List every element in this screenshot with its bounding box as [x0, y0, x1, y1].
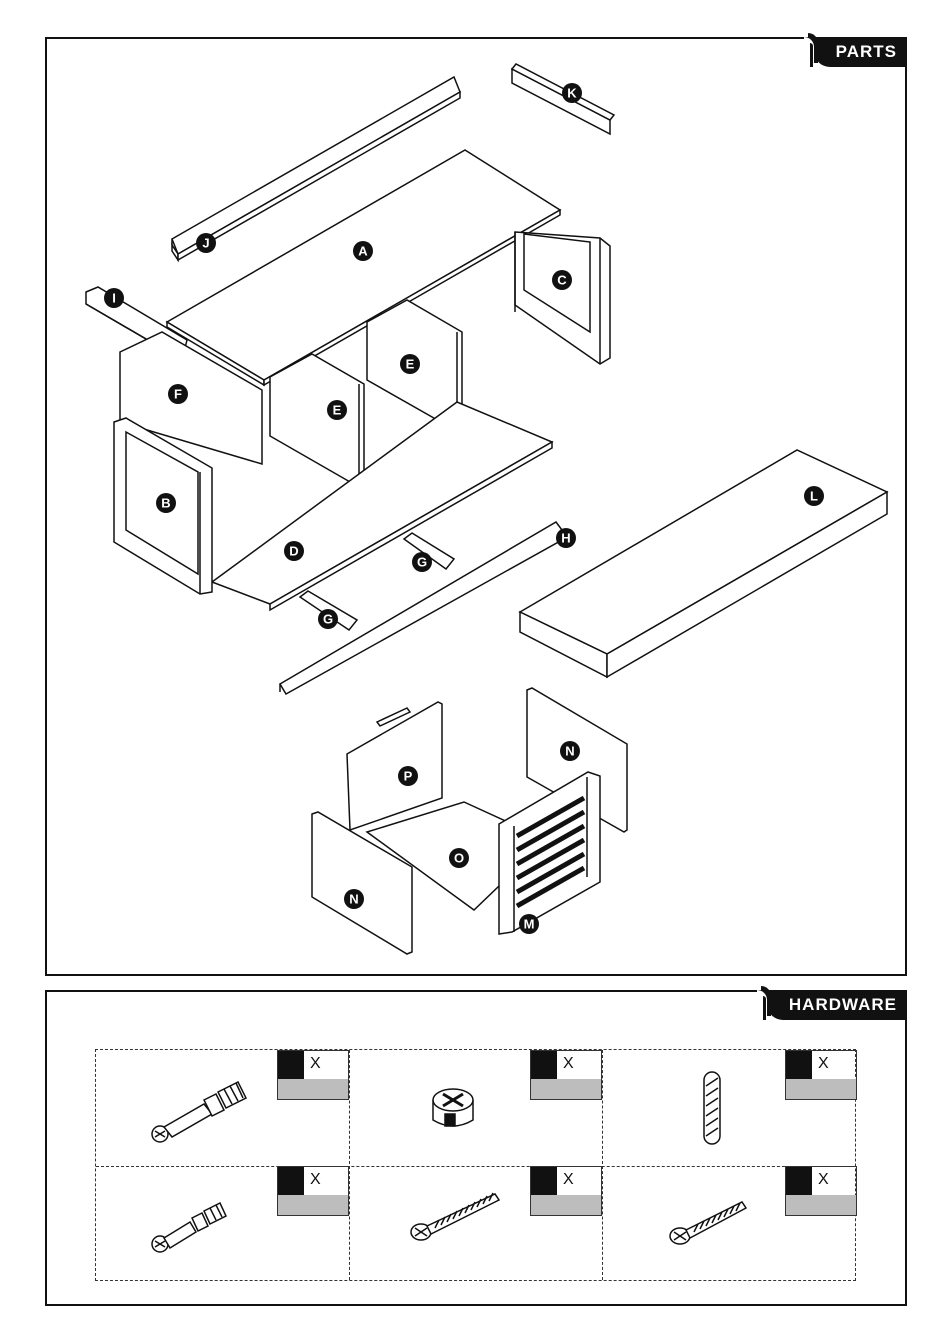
label-m: M — [524, 917, 535, 932]
hardware-cell-wood-screw-short: X — [602, 1166, 857, 1282]
quantity-label: X — [818, 1171, 829, 1189]
hardware-cell-cam-bolt-short: X — [96, 1166, 349, 1282]
part-l-cushion — [520, 450, 887, 677]
wood-screw-long-icon — [407, 1186, 507, 1246]
cam-bolt-short-icon — [146, 1196, 236, 1256]
label-b: B — [161, 496, 170, 511]
part-c-side — [515, 232, 610, 364]
label-o: O — [454, 851, 464, 866]
hardware-cell-cam-bolt-long: X — [96, 1050, 349, 1166]
quantity-box: X — [277, 1166, 349, 1216]
label-g-1: G — [417, 555, 427, 570]
label-c: C — [557, 273, 567, 288]
label-j: J — [202, 236, 209, 251]
hardware-cell-cam-lock-nut: X — [349, 1050, 602, 1166]
quantity-box: X — [785, 1166, 857, 1216]
parts-diagram: A B C D E E F G G H I J K L M N N O P — [47, 39, 905, 974]
part-d-bottom — [212, 402, 552, 610]
label-e-2: E — [333, 403, 342, 418]
label-f: F — [174, 387, 182, 402]
hardware-panel: HARDWARE X X — [45, 990, 907, 1306]
quantity-box: X — [530, 1050, 602, 1100]
label-d: D — [289, 544, 298, 559]
label-e-1: E — [406, 357, 415, 372]
part-k-rail — [512, 64, 614, 134]
parts-panel: PARTS — [45, 37, 907, 976]
cam-lock-nut-icon — [425, 1080, 485, 1140]
quantity-label: X — [310, 1171, 321, 1189]
quantity-label: X — [563, 1171, 574, 1189]
part-e-divider-left — [270, 354, 364, 490]
cam-bolt-long-icon — [146, 1074, 256, 1144]
quantity-box: X — [785, 1050, 857, 1100]
hardware-cell-dowel: X — [602, 1050, 857, 1166]
label-l: L — [810, 489, 818, 504]
label-n-2: N — [349, 892, 358, 907]
label-g-2: G — [323, 612, 333, 627]
hardware-tab: HARDWARE — [767, 990, 907, 1020]
quantity-label: X — [818, 1055, 829, 1073]
label-n-1: N — [565, 744, 574, 759]
part-p-drawer-back — [347, 702, 442, 830]
label-h: H — [561, 531, 570, 546]
quantity-label: X — [563, 1055, 574, 1073]
part-m-drawer-front — [499, 772, 600, 934]
quantity-box: X — [277, 1050, 349, 1100]
label-p: P — [404, 769, 413, 784]
hardware-grid: X X X — [95, 1049, 856, 1281]
quantity-label: X — [310, 1055, 321, 1073]
label-k: K — [567, 86, 577, 101]
label-i: I — [112, 291, 116, 306]
label-a: A — [358, 244, 368, 259]
part-a-top — [167, 150, 560, 385]
wood-screw-short-icon — [666, 1192, 756, 1252]
hardware-cell-wood-screw-long: X — [349, 1166, 602, 1282]
wooden-dowel-icon — [698, 1068, 728, 1148]
quantity-box: X — [530, 1166, 602, 1216]
